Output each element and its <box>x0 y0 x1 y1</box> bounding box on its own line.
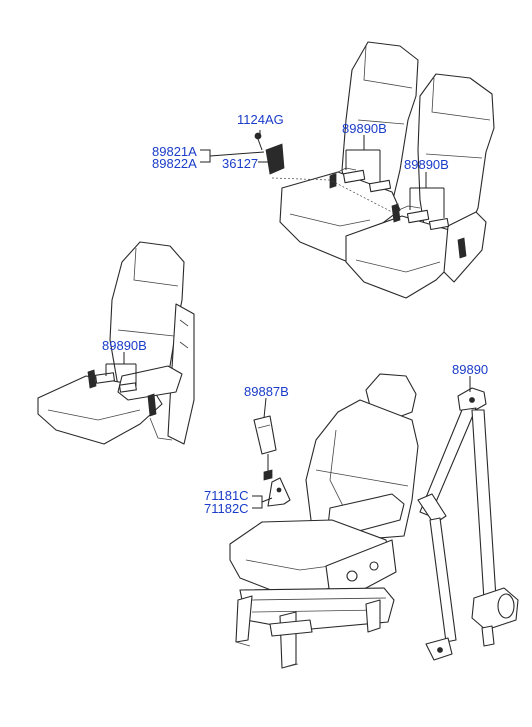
callout-89890B-folding-seat: 89890B <box>102 338 147 353</box>
callout-89890: 89890 <box>452 362 488 377</box>
callout-1124AG: 1124AG <box>237 112 284 127</box>
callout-36127: 36127 <box>222 156 258 171</box>
callout-89887B: 89887B <box>244 384 289 399</box>
buckle-illustration <box>253 415 277 481</box>
anchor-bracket-illustration <box>267 477 291 507</box>
driver-seat-illustration <box>229 373 419 669</box>
folding-seat-illustration <box>37 241 195 445</box>
leader-lines <box>105 130 471 509</box>
callout-89890B-bench-left: 89890B <box>342 121 387 136</box>
callout-89822A: 89822A <box>152 156 197 171</box>
callout-71182C: 71182C <box>204 501 249 516</box>
retractor-belt-illustration <box>417 387 519 661</box>
callout-71181C: 71181C <box>204 488 249 503</box>
callout-89821A: 89821A <box>152 144 197 159</box>
callout-89890B-bench-right: 89890B <box>404 157 449 172</box>
double-seat-illustration <box>254 41 495 299</box>
